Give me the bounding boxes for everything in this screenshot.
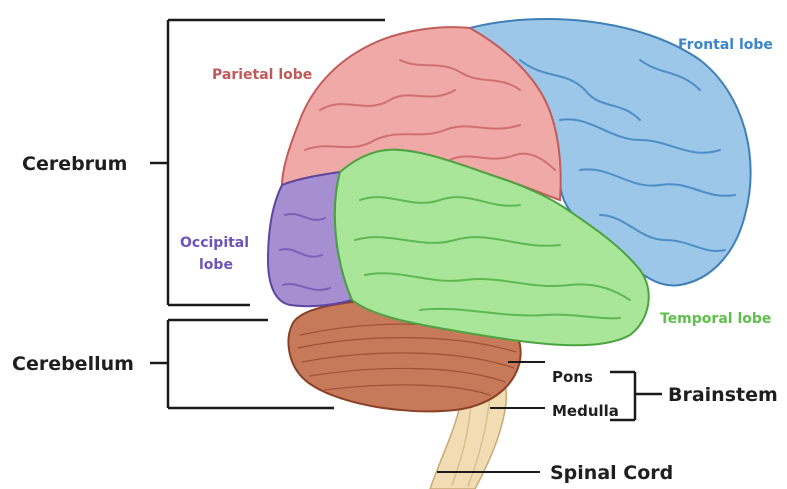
medulla-label: Medulla: [552, 402, 619, 420]
cerebellum-label: Cerebellum: [12, 353, 134, 375]
occipital-lobe-label-line2: lobe: [199, 257, 233, 273]
spinal-cord-label: Spinal Cord: [550, 462, 673, 484]
brainstem-label: Brainstem: [668, 384, 778, 406]
parietal-lobe-label: Parietal lobe: [212, 67, 312, 83]
cerebrum-label: Cerebrum: [22, 153, 127, 175]
frontal-lobe-label: Frontal lobe: [678, 37, 773, 53]
temporal-lobe-label: Temporal lobe: [660, 311, 771, 327]
occipital-lobe-label-line1: Occipital: [180, 235, 249, 251]
pons-label: Pons: [552, 368, 593, 386]
